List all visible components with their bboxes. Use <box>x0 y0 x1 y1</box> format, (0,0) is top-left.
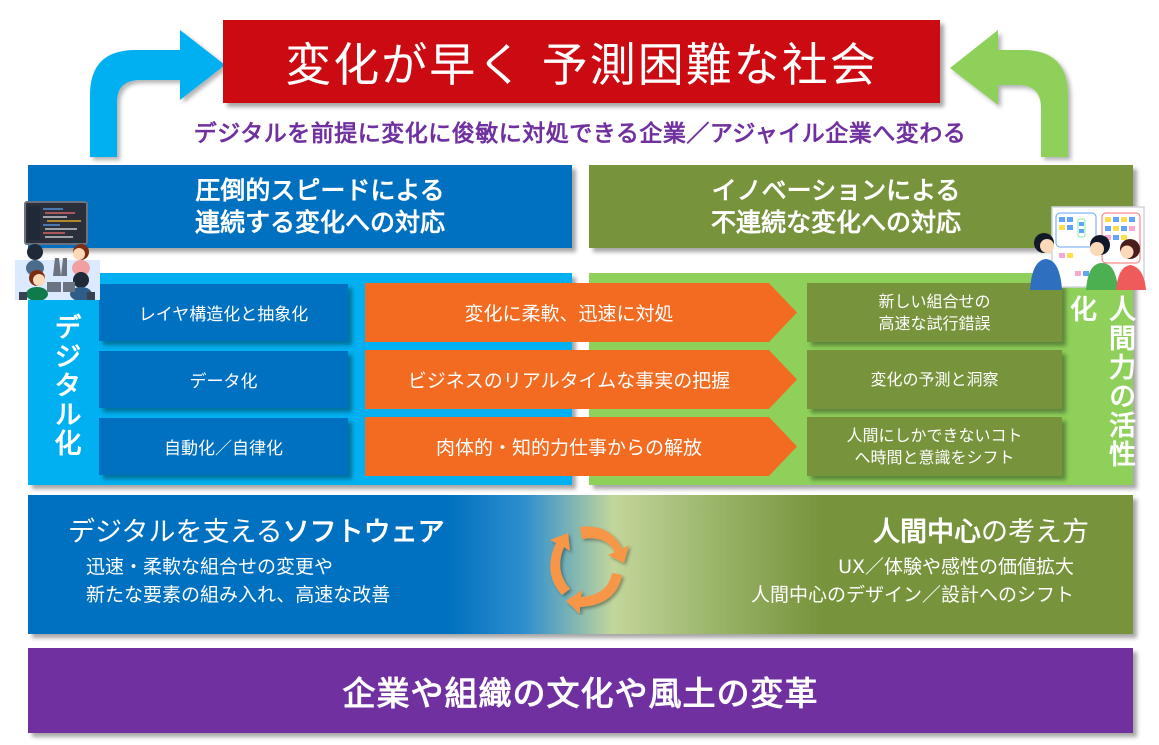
left-header-line1: 圧倒的スピードによる <box>195 175 445 205</box>
digital-item-layer-structure: レイヤ構造化と抽象化 <box>99 284 348 341</box>
human-centric-heading: 人間中心の考え方 <box>873 510 1089 549</box>
curved-arrow-up-left-icon <box>950 30 1068 157</box>
curved-arrow-up-right-icon <box>90 30 225 157</box>
right-header-line2: 不連続な変化への対応 <box>710 207 961 237</box>
human-item-trial-error: 新しい組合せの 高速な試行錯誤 <box>807 283 1062 342</box>
human-centric-heading-bold: 人間中心 <box>873 517 981 548</box>
digital-item-data: データ化 <box>99 351 348 408</box>
human-item-line2: へ時間と意識をシフト <box>854 447 1015 467</box>
center-arrow-realtime-facts: ビジネスのリアルタイムな事実の把握 <box>365 350 797 409</box>
human-item-shift: 人間にしかできないコト へ時間と意識をシフト <box>807 417 1062 476</box>
human-item-line1: 人間にしかできないコト <box>846 425 1023 445</box>
subtitle: デジタルを前提に変化に俊敏に対処できる企業／アジャイル企業へ変わる <box>193 121 967 147</box>
software-description-line1: 迅速・柔軟な組合せの変更や <box>86 556 334 578</box>
human-item-line2: 高速な試行錯誤 <box>878 313 991 333</box>
center-arrow-label: 肉体的・知的力仕事からの解放 <box>435 437 702 459</box>
center-arrow-flexible-response: 変化に柔軟、迅速に対処 <box>365 283 797 342</box>
human-centric-description-line2: 人間中心のデザイン／設計へのシフト <box>750 584 1074 606</box>
human-item-prediction: 変化の予測と洞察 <box>807 350 1062 409</box>
center-arrow-liberation: 肉体的・知的力仕事からの解放 <box>365 417 797 476</box>
center-arrow-label: 変化に柔軟、迅速に対処 <box>464 303 674 325</box>
human-centric-description: UX／体験や感性の価値拡大 人間中心のデザイン／設計へのシフト <box>751 553 1074 609</box>
human-item-line1: 新しい組合せの <box>878 291 991 311</box>
right-header-line1: イノベーションによる <box>711 175 961 205</box>
whiteboard-team-illustration-icon <box>1030 206 1146 290</box>
digital-item-automation: 自動化／自律化 <box>99 418 348 475</box>
left-header-line2: 連続する変化への対応 <box>194 207 445 237</box>
lower-foundation-panel <box>28 495 1133 634</box>
culture-transformation-banner: 企業や組織の文化や風土の変革 <box>28 648 1133 733</box>
center-arrow-label: ビジネスのリアルタイムな事実の把握 <box>407 370 731 392</box>
software-description-line2: 新たな要素の組み入れ、高速な改善 <box>86 584 391 606</box>
software-description: 迅速・柔軟な組合せの変更や 新たな要素の組み入れ、高速な改善 <box>86 553 390 609</box>
human-centric-heading-suffix: の考え方 <box>981 517 1089 548</box>
human-centric-description-line1: UX／体験や感性の価値拡大 <box>838 556 1074 578</box>
left-header-box: 圧倒的スピードによる 連続する変化への対応 <box>28 165 572 248</box>
main-title: 変化が早く 予測困難な社会 <box>223 20 940 103</box>
cycle-arrows-icon <box>550 526 629 614</box>
developers-illustration-icon <box>15 201 100 300</box>
software-heading-prefix: デジタルを支える <box>68 517 283 548</box>
software-heading: デジタルを支えるソフトウェア <box>68 510 445 549</box>
human-power-label: 人間力の活性化 <box>1065 295 1135 469</box>
human-item-line1: 変化の予測と洞察 <box>870 369 999 389</box>
software-heading-bold: ソフトウェア <box>282 517 445 548</box>
digitalization-label: デジタル化 <box>49 312 81 458</box>
